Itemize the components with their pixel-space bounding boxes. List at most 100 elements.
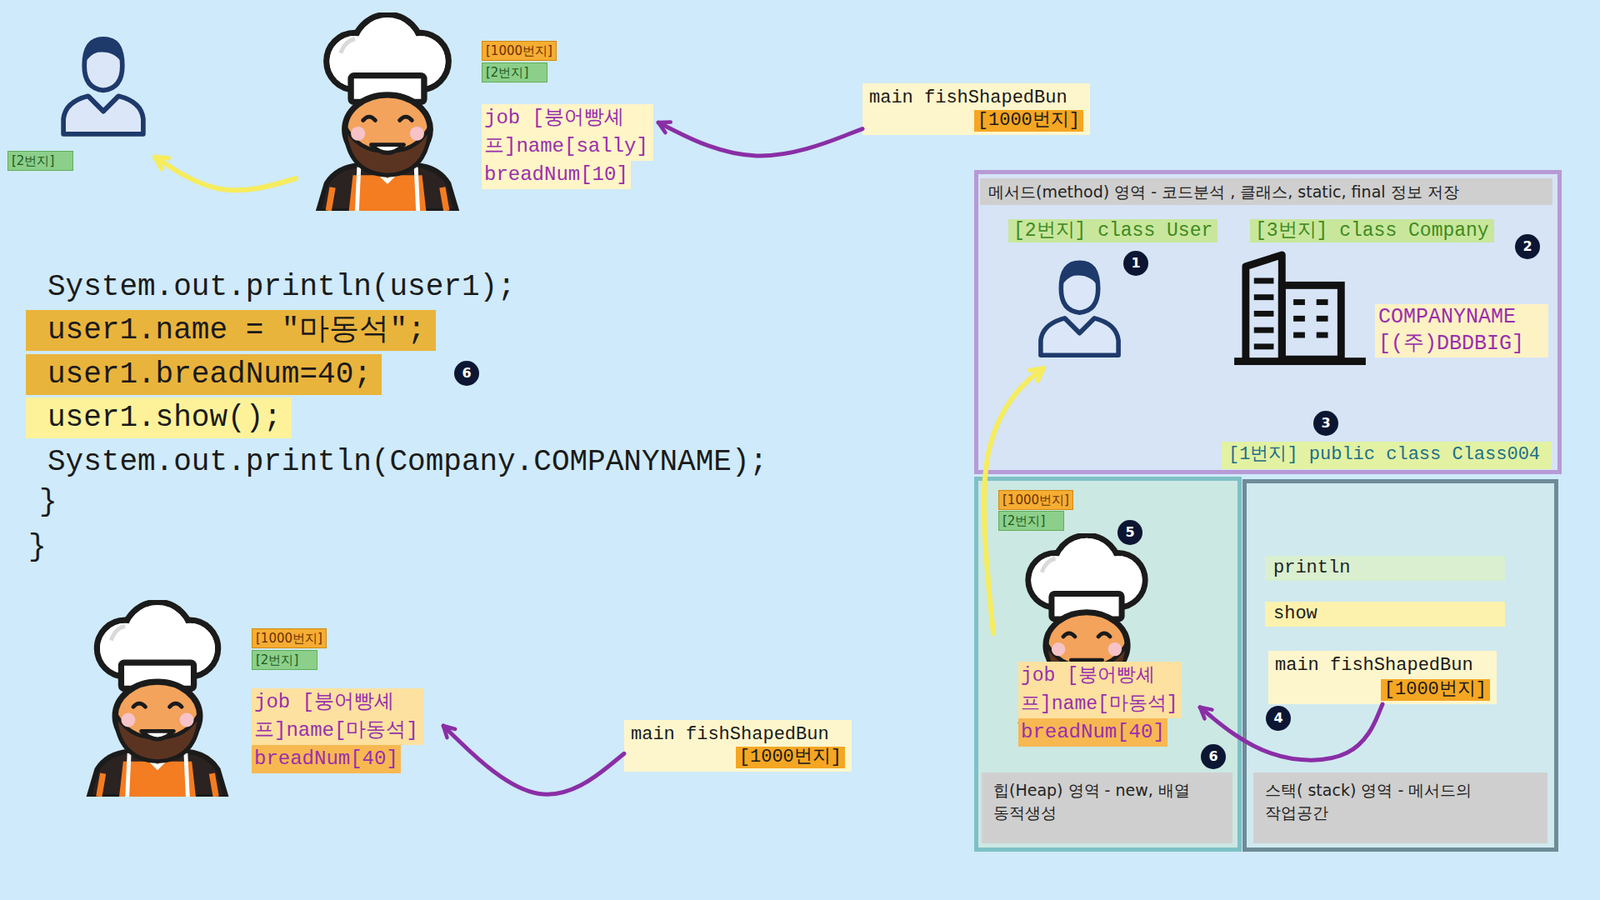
code-line: System.out.println(user1);: [25, 266, 526, 308]
code-line: }: [25, 526, 57, 568]
text-slot: breadNum[10]: [481, 160, 631, 190]
reference-box: main fishShapedBun[1000번지]: [624, 720, 852, 772]
text-slot: show: [1273, 602, 1318, 625]
reference-arrow: [155, 156, 296, 190]
method-name: println: [1273, 556, 1350, 580]
stack-frame: show: [1265, 601, 1505, 627]
reference-box: main fishShapedBun[1000번지]: [862, 83, 1090, 135]
field-value: breadNum[40]: [1018, 718, 1168, 747]
method-name: show: [1273, 602, 1318, 625]
area-heading: 메서드(method) 영역 - 코드분석 , 클래스, static, fin…: [980, 178, 1553, 205]
callout-number: 5: [1117, 520, 1143, 545]
text-slot: 3: [1313, 410, 1339, 436]
chef-object: [1000번지][2번지] job [붕어빵셰프]name[마동석]breadNu…: [66, 598, 444, 811]
text-slot: user1.show();: [25, 397, 292, 439]
text-slot: [2번지]: [481, 62, 548, 83]
text-slot: [1000번지]: [251, 628, 327, 649]
class-band: [1번지] public class Class004: [1221, 441, 1552, 470]
variable-name: main fishShapedBun: [630, 723, 830, 747]
callout-number: 3: [1313, 410, 1339, 436]
address-tag: [2번지]: [998, 510, 1065, 531]
address-tag: [2번지]: [481, 62, 548, 83]
address-tag: [1000번지]: [481, 40, 557, 61]
chef-object: [1000번지][2번지] job [붕어빵셰프]name[sally]bread…: [295, 12, 659, 213]
address-tag: [2번지]: [7, 150, 74, 171]
class-name: [2번지] class User: [1008, 219, 1218, 243]
address-value: [1000번지]: [1380, 679, 1490, 701]
text-slot: user1.breadNum=40;: [25, 354, 382, 395]
address-tag: [1000번지]: [998, 490, 1074, 510]
text-slot: 메서드(method) 영역 - 코드분석 , 클래스, static, fin…: [980, 178, 1553, 205]
callout-number: 6: [454, 360, 480, 386]
user-icon: [1040, 260, 1119, 355]
text-slot: breadNum[40]: [1018, 718, 1168, 747]
text-slot: main fishShapedBun: [1275, 654, 1474, 678]
area-caption: 스택( stack) 영역 - 메서드의 작업공간: [1253, 772, 1548, 844]
text-slot: [1000번지]: [998, 490, 1074, 510]
text-slot: 6: [1200, 744, 1226, 770]
chef-illustration: [318, 14, 457, 211]
text-slot: System.out.println(user1);: [25, 266, 526, 308]
text-slot: main fishShapedBun: [869, 86, 1068, 110]
text-slot: 6: [454, 360, 480, 386]
field-values: job [붕어빵셰프]name[sally]: [481, 104, 654, 161]
text-slot: breadNum[40]: [251, 745, 401, 774]
text-slot: 1: [1123, 250, 1149, 276]
text-slot: 2: [1515, 234, 1540, 260]
text-slot: job [붕어빵셰프]name[마동석]: [1018, 661, 1182, 719]
text-slot: user1.name = "마동석";: [25, 310, 436, 351]
text-slot: [2번지] class User: [1008, 219, 1218, 243]
address-tag: [2번지]: [251, 650, 318, 670]
text-slot: [2번지]: [998, 510, 1065, 531]
class-name: [3번지] class Company: [1250, 219, 1495, 243]
class-box: [2번지] class User: [1006, 218, 1223, 369]
text-slot: 5: [1117, 520, 1143, 545]
class-box: [3번지] class CompanyCOMPANYNAME [(주)DBDBI…: [1248, 218, 1554, 369]
area-caption: 힙(Heap) 영역 - new, 배열 동적생성: [981, 772, 1233, 844]
text-slot: }: [25, 481, 68, 523]
field-value: breadNum[40]: [251, 745, 401, 774]
chef-illustration: [1020, 535, 1153, 724]
text-slot: [3번지] class Company: [1250, 219, 1495, 243]
variable-name: main fishShapedBun: [1275, 654, 1474, 678]
callout-number: 6: [1200, 744, 1226, 770]
text-slot: }: [25, 526, 57, 568]
text-slot: job [붕어빵셰프]name[sally]: [481, 104, 654, 161]
code-line: }: [25, 481, 68, 523]
field-value: breadNum[10]: [481, 160, 631, 190]
callout-number: 1: [1123, 250, 1149, 276]
text-slot: [1번지] public class Class004: [1221, 441, 1547, 468]
heap-object: [1000번지][2번지] job [붕어빵셰프]name[마동석]breadNu…: [993, 485, 1200, 770]
reference-arrow: [658, 122, 863, 156]
text-slot: 힙(Heap) 영역 - new, 배열 동적생성: [981, 772, 1233, 844]
text-slot: [1000번지]: [735, 746, 845, 769]
text-slot: 4: [1265, 705, 1291, 731]
code-line: user1.show();: [25, 397, 292, 439]
callout-number: 4: [1265, 705, 1291, 731]
text-slot: main fishShapedBun: [630, 723, 830, 747]
text-slot: job [붕어빵셰프]name[마동석]: [251, 688, 424, 745]
constant-value: COMPANYNAME [(주)DBDBIG]: [1375, 304, 1549, 358]
reference-arrow: [984, 368, 1044, 634]
method-area: 메서드(method) 영역 - 코드분석 , 클래스, static, fin…: [974, 170, 1562, 475]
code-line: user1.breadNum=40;: [25, 354, 382, 395]
variable-name: main fishShapedBun: [869, 86, 1068, 110]
text-slot: [2번지]: [251, 650, 318, 670]
company-icon: [1234, 255, 1366, 365]
text-slot: println: [1273, 556, 1350, 580]
field-values: job [붕어빵셰프]name[마동석]: [1018, 661, 1182, 719]
stack-frame: println: [1265, 555, 1505, 581]
reference-arrow: [443, 725, 625, 795]
text-slot: [1000번지]: [1380, 679, 1490, 701]
text-slot: [1000번지]: [481, 40, 557, 61]
address-value: [1000번지]: [735, 746, 845, 769]
field-values: job [붕어빵셰프]name[마동석]: [251, 688, 424, 745]
text-slot: 스택( stack) 영역 - 메서드의 작업공간: [1253, 772, 1548, 844]
heap-area: 힙(Heap) 영역 - new, 배열 동적생성 [1000번지][2번지] jo…: [974, 476, 1242, 852]
address-tag: [1000번지]: [251, 628, 327, 649]
user-figure: [2번지]: [6, 25, 155, 174]
user-icon: [63, 37, 144, 135]
chef-illustration: [89, 601, 227, 797]
reference-arrow: [1200, 704, 1383, 760]
callout-number: 2: [1515, 234, 1540, 260]
